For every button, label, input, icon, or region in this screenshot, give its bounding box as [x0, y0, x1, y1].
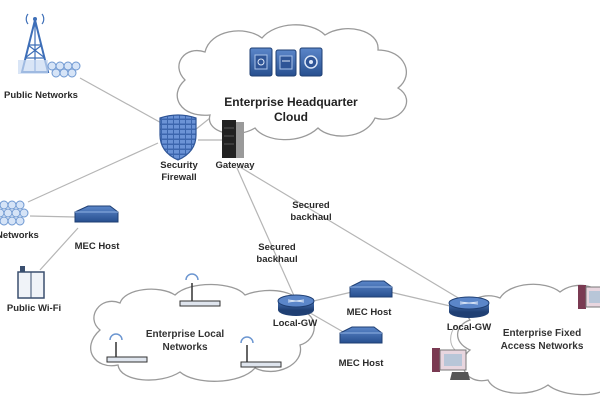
security-firewall-label-line1: Security — [160, 160, 198, 171]
secured-backhaul-2-line1: Secured — [258, 242, 296, 253]
mec-host-left-label: MEC Host — [74, 241, 120, 252]
local-networks-line1: Enterprise Local — [145, 329, 225, 340]
secured-backhaul-1-line1: Secured — [292, 200, 330, 211]
app-tile-icons — [249, 47, 323, 77]
router-icon — [277, 294, 315, 316]
wireless-router-icon — [240, 336, 282, 368]
secured-backhaul-1-line2: backhaul — [290, 212, 332, 223]
link-localgw-to-mec-bottom — [304, 309, 346, 334]
security-firewall-label: Security Firewall — [158, 160, 200, 184]
gateway-label: Gateway — [215, 160, 255, 171]
network-mesh-icon — [47, 61, 81, 78]
local-networks-line2: Networks — [162, 342, 208, 353]
link-networks-to-firewall — [27, 142, 159, 203]
hq-cloud-label-line1: Enterprise Headquarter — [224, 95, 358, 109]
link-wifi-to-mec — [39, 227, 79, 271]
fixed-access-line1: Enterprise Fixed — [502, 328, 582, 339]
mec-host-box-icon — [339, 326, 383, 344]
mec-host-mid-bottom-label: MEC Host — [338, 358, 384, 369]
local-networks-label: Enterprise Local Networks — [140, 328, 230, 354]
router-icon — [448, 296, 490, 318]
fixed-access-line2: Access Networks — [500, 341, 584, 352]
cell-tower-icon — [18, 13, 50, 74]
network-mesh-left-icon — [0, 200, 29, 226]
server-rack-icon — [222, 120, 244, 158]
hq-cloud-label-line2: Cloud — [274, 110, 308, 124]
link-gateway-backhaul-1 — [239, 166, 466, 303]
app-tile-icon — [299, 47, 323, 77]
wifi-access-point-icon — [17, 266, 45, 299]
link-mec-to-localgw-right — [389, 291, 451, 307]
app-tile-icon — [275, 49, 297, 77]
security-firewall-label-line2: Firewall — [161, 172, 197, 183]
fixed-access-label: Enterprise Fixed Access Networks — [492, 327, 592, 353]
desktop-pc-icon — [578, 285, 600, 309]
hq-cloud-label: Enterprise Headquarter Cloud — [216, 95, 366, 125]
local-gw-right-label: Local-GW — [446, 322, 492, 333]
mec-host-box-icon — [74, 205, 119, 223]
secured-backhaul-2-line2: backhaul — [256, 254, 298, 265]
public-wifi-label: Public Wi-Fi — [6, 303, 62, 314]
mec-host-box-icon — [349, 280, 393, 298]
desktop-pc-icon — [432, 348, 470, 380]
secured-backhaul-label-2: Secured backhaul — [252, 242, 302, 266]
wireless-router-icon — [106, 333, 148, 363]
firewall-shield-icon — [159, 114, 197, 161]
wireless-router-icon — [179, 273, 221, 307]
connection-lines — [27, 77, 466, 334]
link-public-to-firewall — [79, 77, 166, 126]
networks-label: Networks — [0, 230, 39, 241]
link-gateway-backhaul-2 — [236, 167, 296, 299]
link-networks-to-mec — [29, 215, 76, 218]
link-localgw-to-pc — [450, 324, 457, 351]
secured-backhaul-label-1: Secured backhaul — [286, 200, 336, 224]
app-tile-icon — [249, 47, 273, 77]
local-gw-left-label: Local-GW — [272, 318, 318, 329]
public-networks-label: Public Networks — [4, 90, 78, 101]
mec-host-mid-top-label: MEC Host — [346, 307, 392, 318]
